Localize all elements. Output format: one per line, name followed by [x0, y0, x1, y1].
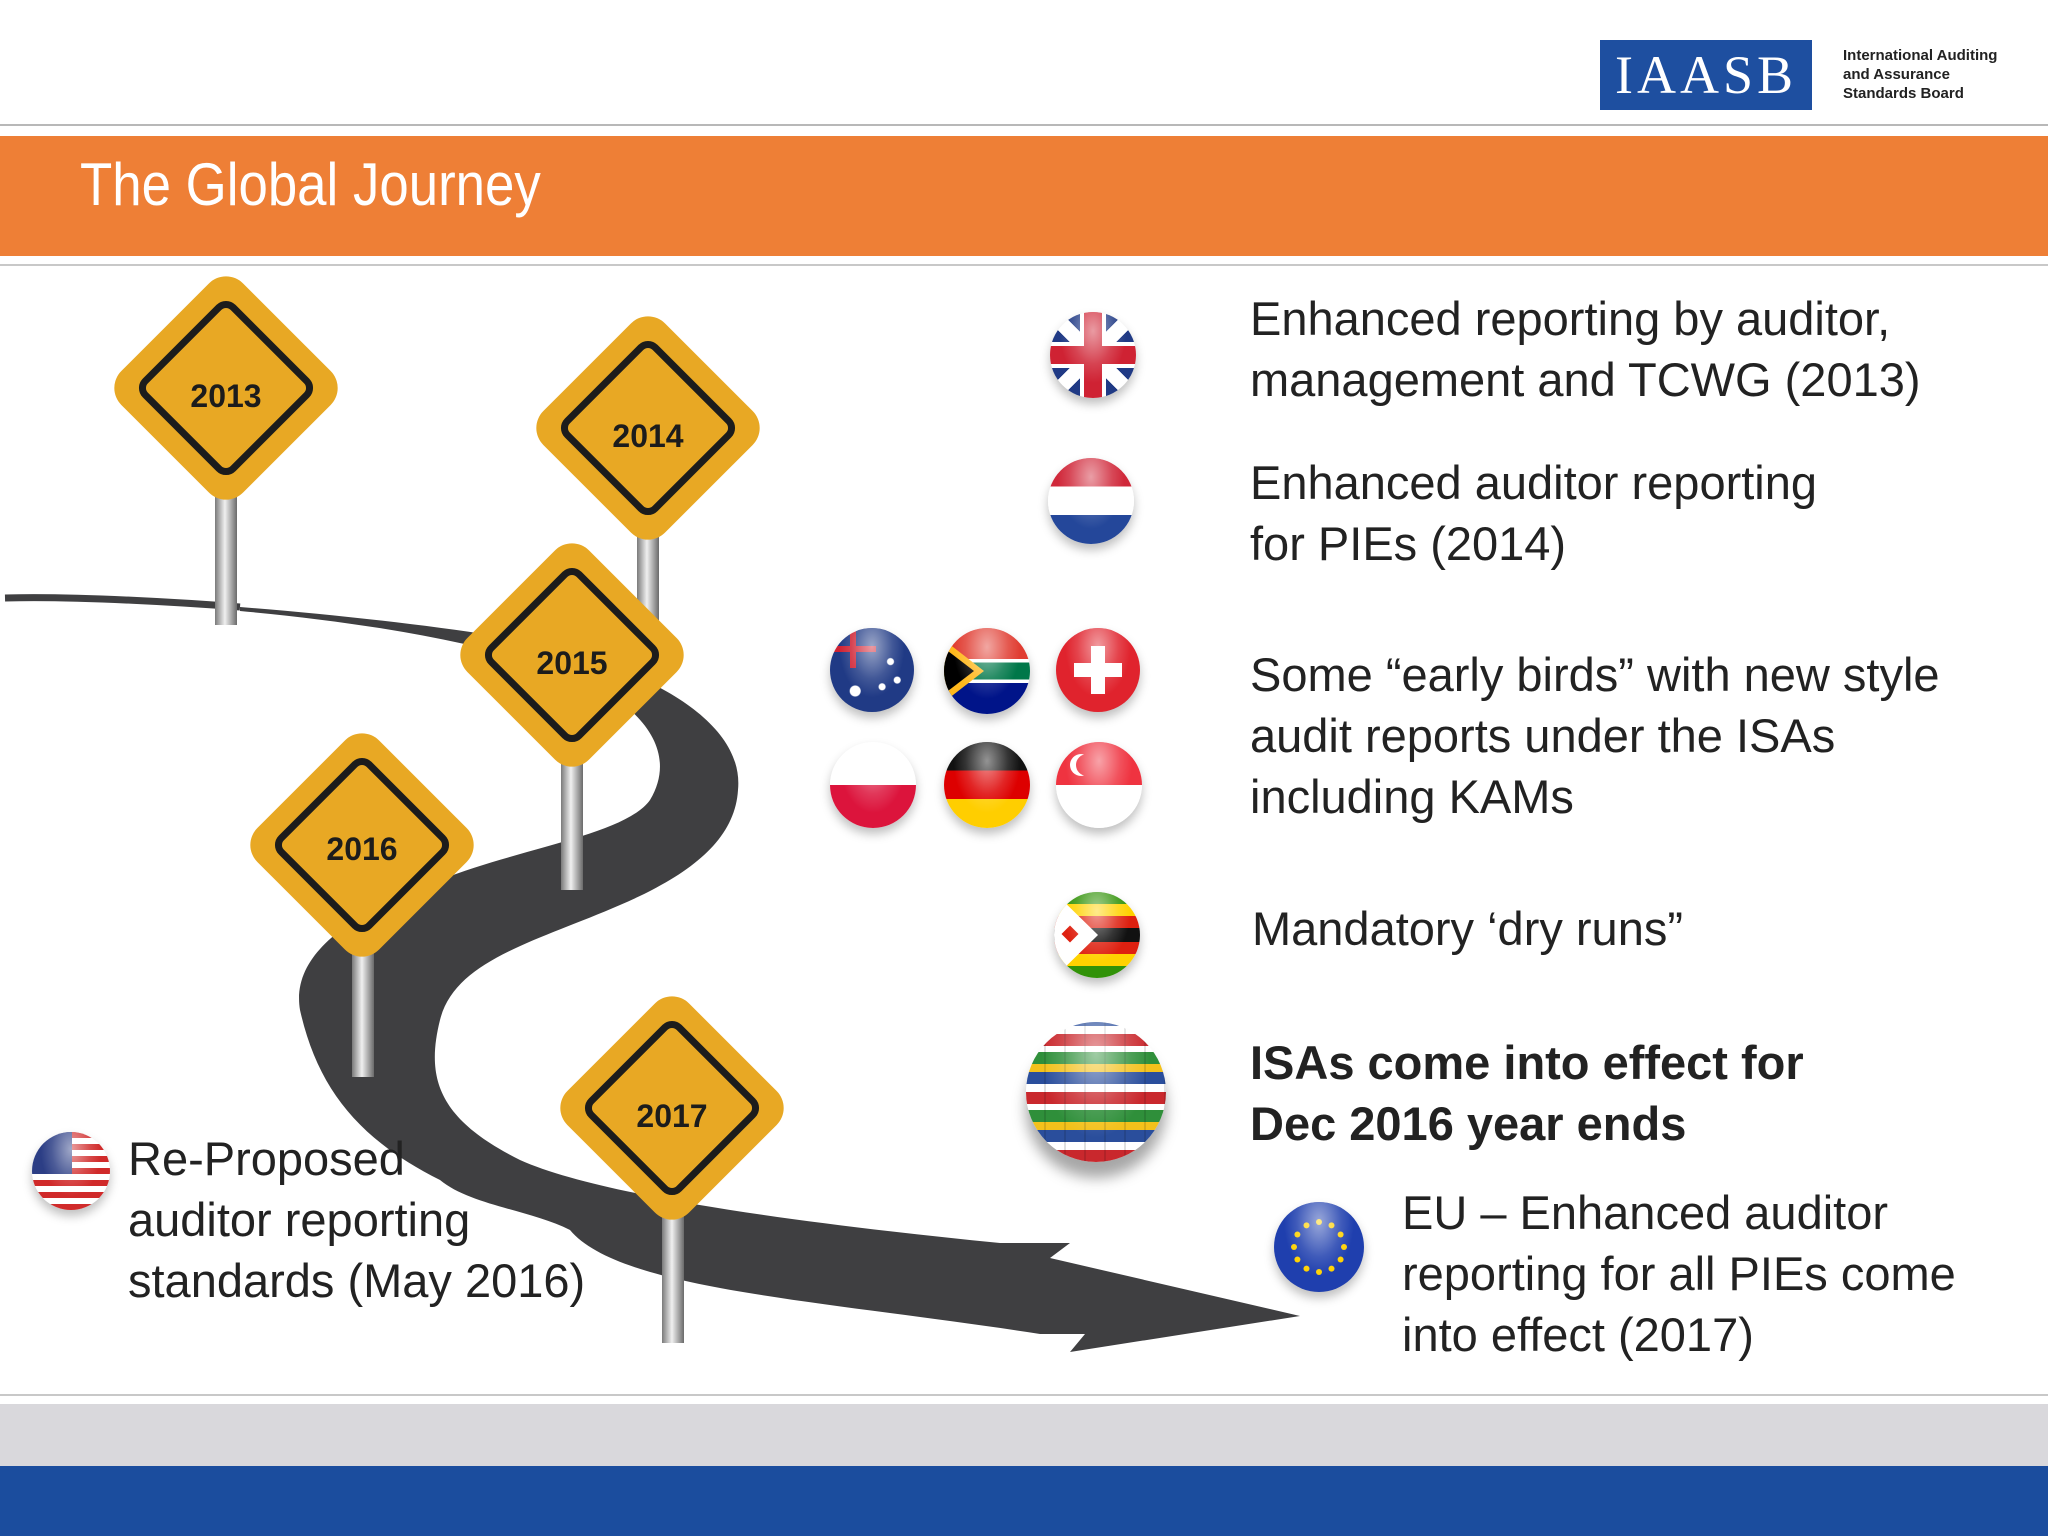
sign-2013	[114, 276, 338, 500]
milestone-isas-effective-line: ISAs come into effect for	[1250, 1036, 1804, 1089]
milestone-netherlands-line: for PIEs (2014)	[1250, 517, 1567, 570]
sign-pole	[637, 520, 659, 630]
germany-flag-icon	[944, 742, 1030, 828]
sign-2016	[250, 733, 474, 957]
zimbabwe-flag-icon	[1054, 892, 1140, 978]
milestone-eu-line: into effect (2017)	[1402, 1308, 1754, 1361]
page-title: The Global Journey	[80, 151, 541, 218]
title-divider	[0, 264, 2048, 266]
sign-pole	[352, 935, 374, 1077]
poland-flag-icon	[830, 742, 916, 828]
us-note-line: Re-Proposed	[128, 1132, 405, 1185]
title-bar	[0, 136, 2048, 256]
australia-flag-icon	[830, 628, 914, 712]
sign-pole	[561, 740, 583, 890]
footer-blue-band	[0, 1466, 2048, 1536]
milestone-netherlands-line: Enhanced auditor reporting	[1250, 456, 1818, 509]
us-flag-icon	[32, 1132, 110, 1210]
us-note-line: standards (May 2016)	[128, 1254, 586, 1307]
netherlands-flag-icon	[1048, 458, 1134, 544]
european-union-flag-icon	[1274, 1202, 1364, 1292]
us-note-line: auditor reporting	[128, 1193, 471, 1246]
iaasb-logo	[1600, 40, 1812, 110]
sign-year-label: 2017	[636, 1098, 707, 1134]
milestone-isas-effective-line: Dec 2016 year ends	[1250, 1097, 1687, 1150]
logo-subtitle-line: International Auditing	[1843, 47, 1998, 64]
sign-2015	[460, 543, 684, 767]
milestone-early-birds-line: Some “early birds” with new style	[1250, 648, 1940, 701]
milestone-eu-line: reporting for all PIEs come	[1402, 1247, 1956, 1300]
sign-year-label: 2014	[612, 418, 683, 454]
milestone-uk-line: Enhanced reporting by auditor,	[1250, 292, 1891, 345]
milestone-early-birds-line: audit reports under the ISAs	[1250, 709, 1836, 762]
footer-band	[0, 1404, 2048, 1466]
milestone-zimbabwe-line: Mandatory ‘dry runs”	[1252, 902, 1683, 955]
logo-text: IAASB	[1614, 45, 1798, 105]
sign-year-label: 2013	[190, 378, 261, 414]
sign-pole	[662, 1200, 684, 1343]
road	[240, 607, 1300, 1352]
sign-2017	[560, 996, 784, 1220]
milestone-early-birds-line: including KAMs	[1250, 770, 1574, 823]
horizon-line	[4, 594, 241, 611]
footer-divider	[0, 1394, 2048, 1396]
sign-year-label: 2016	[326, 831, 397, 867]
united-kingdom-flag-icon	[1050, 312, 1136, 398]
south-africa-flag-icon	[944, 628, 1030, 714]
switzerland-flag-icon	[1056, 628, 1140, 712]
logo-subtitle-line: and Assurance	[1843, 66, 1950, 83]
header-divider	[0, 124, 2048, 126]
sign-pole	[215, 480, 237, 625]
world-flags-globe-icon	[1026, 1022, 1166, 1162]
milestone-uk-line: management and TCWG (2013)	[1250, 353, 1921, 406]
sign-2014	[536, 316, 760, 540]
logo-subtitle-line: Standards Board	[1843, 85, 1964, 102]
singapore-flag-icon	[1056, 742, 1142, 828]
milestone-eu-line: EU – Enhanced auditor	[1402, 1186, 1888, 1239]
sign-year-label: 2015	[536, 645, 607, 681]
